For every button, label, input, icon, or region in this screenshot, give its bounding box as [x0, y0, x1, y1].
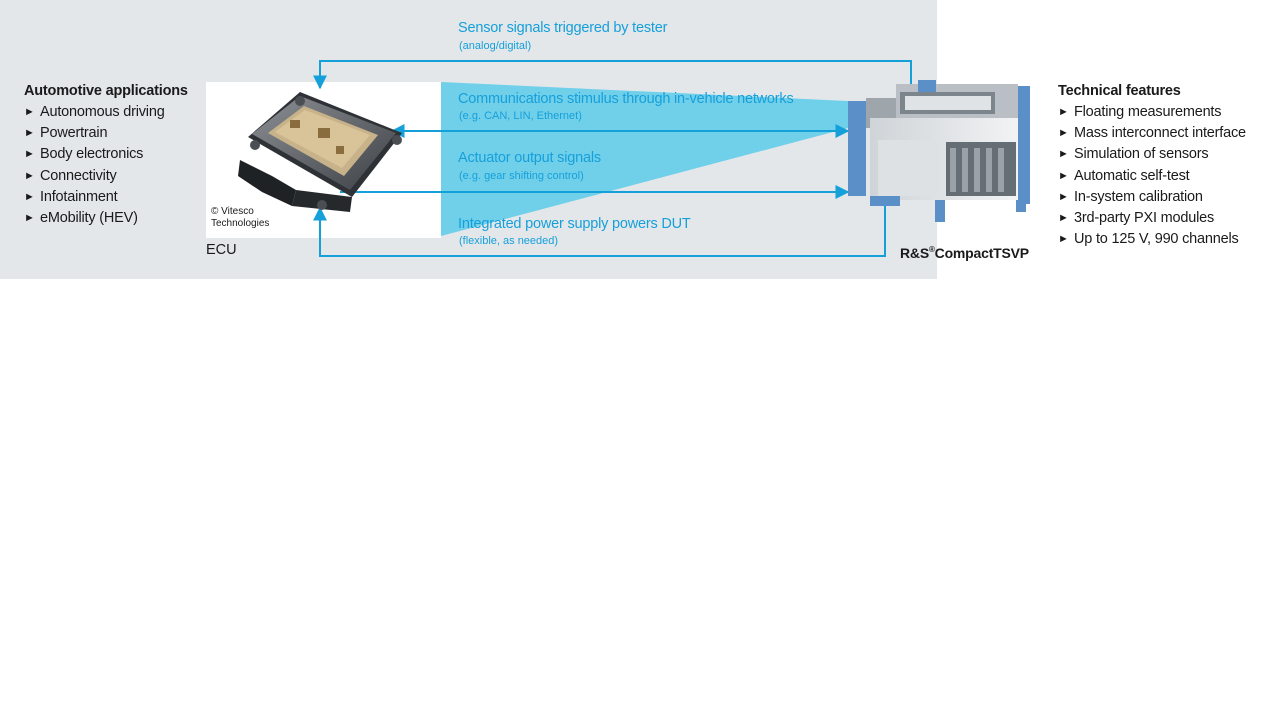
- sensor-signal-arrow: [313, 60, 912, 92]
- actuator-output-subtitle: (e.g. gear shifting control): [459, 170, 584, 182]
- triangle-right-icon: ►: [24, 212, 35, 225]
- communications-title: Communications stimulus through in-vehic…: [458, 91, 794, 107]
- actuator-output-title: Actuator output signals: [458, 150, 601, 166]
- list-item: ►Automatic self-test: [1058, 166, 1246, 187]
- list-item: ►Body electronics: [24, 144, 188, 165]
- list-item: ►3rd-party PXI modules: [1058, 208, 1246, 229]
- triangle-right-icon: ►: [1058, 127, 1069, 140]
- sensor-signal-title: Sensor signals triggered by tester: [458, 20, 668, 36]
- list-item: ►Connectivity: [24, 166, 188, 187]
- power-supply-arrow: [313, 205, 886, 257]
- triangle-right-icon: ►: [1058, 212, 1069, 225]
- list-item: ►eMobility (HEV): [24, 208, 188, 229]
- list-item: ►Powertrain: [24, 123, 188, 144]
- technical-features-items: ►Floating measurements ►Mass interconnec…: [1058, 102, 1246, 250]
- list-item: ►Simulation of sensors: [1058, 144, 1246, 165]
- communications-subtitle: (e.g. CAN, LIN, Ethernet): [459, 110, 582, 122]
- triangle-right-icon: ►: [24, 127, 35, 140]
- triangle-right-icon: ►: [1058, 106, 1069, 118]
- list-item: ►Mass interconnect interface: [1058, 123, 1246, 144]
- list-item: ►Floating measurements: [1058, 102, 1246, 123]
- triangle-right-icon: ►: [1058, 148, 1069, 161]
- triangle-right-icon: ►: [24, 148, 35, 161]
- ecu-module-icon: [238, 92, 402, 212]
- triangle-right-icon: ►: [24, 169, 35, 182]
- list-item: ►Infotainment: [24, 187, 188, 208]
- list-item: ►Autonomous driving: [24, 102, 188, 123]
- triangle-right-icon: ►: [1058, 233, 1069, 246]
- triangle-right-icon: ►: [24, 190, 35, 203]
- automotive-applications-title: Automotive applications: [24, 83, 188, 99]
- automotive-applications-list: Automotive applications ►Autonomous driv…: [24, 81, 188, 229]
- tester-label: R&S®CompactTSVP: [900, 245, 1029, 261]
- automotive-applications-items: ►Autonomous driving ►Powertrain ►Body el…: [24, 102, 188, 229]
- power-supply-subtitle: (flexible, as needed): [459, 235, 559, 247]
- technical-features-title: Technical features: [1058, 83, 1181, 99]
- list-item: ►Up to 125 V, 990 channels: [1058, 229, 1246, 250]
- sensor-signal-subtitle: (analog/digital): [459, 40, 532, 52]
- triangle-right-icon: ►: [24, 106, 35, 118]
- ecu-label: ECU: [206, 242, 237, 258]
- triangle-right-icon: ►: [1058, 169, 1069, 182]
- technical-features-list: Technical features ►Floating measurement…: [1058, 81, 1246, 250]
- test-rack-icon: [848, 80, 1030, 222]
- list-item: ►In-system calibration: [1058, 187, 1246, 208]
- triangle-right-icon: ►: [1058, 190, 1069, 203]
- signal-beam: [441, 82, 848, 236]
- power-supply-title: Integrated power supply powers DUT: [458, 216, 691, 232]
- ecu-copyright: © Vitesco Technologies: [211, 206, 270, 229]
